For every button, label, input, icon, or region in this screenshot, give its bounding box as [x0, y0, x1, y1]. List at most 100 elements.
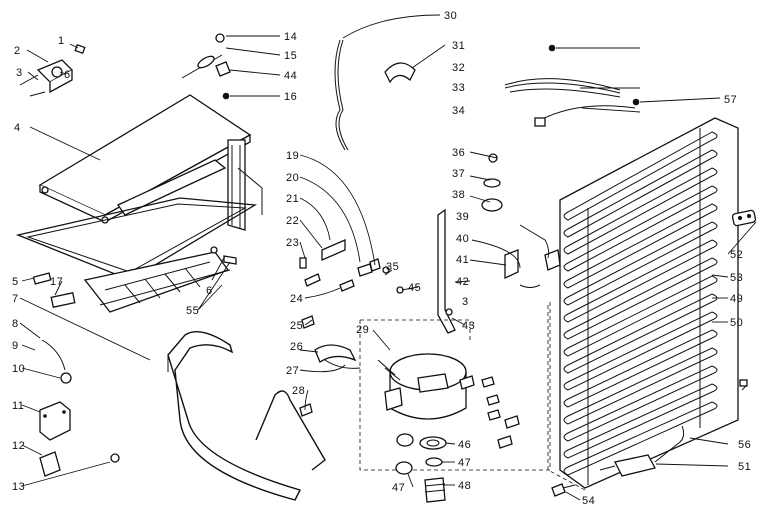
callout-51: 51 — [738, 461, 751, 473]
coil-tube — [563, 347, 718, 425]
callout-29: 29 — [356, 324, 369, 336]
callout-1: 1 — [58, 35, 65, 47]
coil-tube — [563, 311, 718, 391]
rubber-plug — [548, 44, 556, 52]
coil-tube — [563, 401, 718, 476]
callout-36: 36 — [452, 147, 465, 159]
grommet — [632, 98, 640, 106]
callout-6b: 6 — [206, 285, 213, 297]
coil-tube — [563, 149, 718, 238]
coil-tube — [563, 275, 718, 357]
coil-tube — [563, 365, 718, 442]
callout-20: 20 — [286, 172, 299, 184]
callout-21: 21 — [286, 193, 299, 205]
coil-tube — [563, 203, 718, 289]
callout-47b: 47 — [392, 482, 405, 494]
callout-27: 27 — [286, 365, 299, 377]
callout-13: 13 — [12, 481, 25, 493]
wire-lead — [41, 339, 72, 384]
callout-53: 53 — [730, 272, 743, 284]
callout-50: 50 — [730, 317, 743, 329]
bracket — [32, 272, 76, 308]
callout-46: 46 — [458, 439, 471, 451]
callout-11: 11 — [12, 400, 24, 412]
drain-tube — [167, 331, 302, 501]
compressor-bracket — [437, 208, 561, 334]
callout-10: 10 — [12, 363, 25, 375]
wire-rack — [255, 390, 326, 471]
screw — [110, 453, 120, 463]
callout-22: 22 — [286, 215, 299, 227]
callout-52: 52 — [730, 249, 743, 261]
fan-motor-parts — [481, 153, 503, 212]
callout-25: 25 — [290, 320, 303, 332]
callout-56: 56 — [738, 439, 751, 451]
coil-tube — [563, 131, 718, 221]
shelf-frame — [15, 197, 258, 281]
relay — [39, 401, 71, 441]
callout-47a: 47 — [458, 457, 471, 469]
callout-26: 26 — [290, 341, 303, 353]
callout-14: 14 — [284, 31, 297, 43]
callout-6: 6 — [64, 69, 71, 81]
coil-tube — [563, 185, 718, 272]
callout-17: 17 — [50, 276, 63, 288]
callout-33: 33 — [452, 82, 465, 94]
callout-31: 31 — [452, 40, 465, 52]
callout-8: 8 — [12, 318, 19, 330]
callout-54: 54 — [582, 495, 595, 507]
coil-tube — [563, 221, 718, 306]
condenser-coil — [547, 117, 739, 491]
coil-tube — [563, 239, 718, 323]
mounting-bracket — [731, 209, 757, 227]
callout-57: 57 — [724, 94, 737, 106]
callout-23: 23 — [286, 237, 299, 249]
screw — [210, 246, 237, 265]
callout-49: 49 — [730, 293, 743, 305]
callout-7: 7 — [12, 293, 19, 305]
callout-32: 32 — [452, 62, 465, 74]
callout-41: 41 — [456, 254, 469, 266]
leader-lines — [19, 14, 757, 501]
coil-tube — [563, 257, 718, 340]
callout-42: 42 — [456, 276, 469, 288]
callout-labels: 1 2 3 6 4 5 17 7 8 9 10 11 12 13 6 55 14… — [12, 10, 751, 507]
compressor — [359, 300, 551, 471]
ice-tray — [83, 251, 231, 313]
callout-2: 2 — [14, 45, 21, 57]
coil-tube — [563, 293, 718, 374]
coil-tube — [563, 329, 718, 408]
callout-3: 3 — [16, 67, 23, 79]
callout-28: 28 — [292, 385, 305, 397]
callout-38: 38 — [452, 189, 465, 201]
screw — [74, 43, 86, 55]
callout-12: 12 — [12, 440, 25, 452]
callout-45: 45 — [408, 282, 421, 294]
screw — [739, 379, 748, 387]
callout-48: 48 — [458, 480, 471, 492]
power-cord — [504, 78, 621, 98]
callout-35: 35 — [386, 261, 399, 273]
coil-tube — [563, 167, 718, 255]
callout-15: 15 — [284, 50, 297, 62]
callout-40: 40 — [456, 233, 469, 245]
callout-16: 16 — [284, 91, 297, 103]
mounting-hardware — [299, 239, 404, 329]
capillary-tube — [334, 39, 349, 151]
callout-44: 44 — [284, 70, 297, 82]
callout-39: 39 — [456, 211, 469, 223]
screw — [551, 483, 576, 497]
callout-43: 43 — [462, 320, 475, 332]
callout-34: 34 — [452, 105, 465, 117]
callout-30: 30 — [444, 10, 457, 22]
callout-3b: 3 — [462, 296, 469, 308]
coil-tube — [563, 383, 718, 459]
tube-clip — [314, 344, 361, 369]
callout-5: 5 — [12, 276, 19, 288]
thermostat — [19, 59, 74, 97]
wire-assembly — [534, 105, 636, 127]
callout-19: 19 — [286, 150, 299, 162]
callout-55: 55 — [186, 305, 199, 317]
callout-4: 4 — [14, 122, 21, 134]
